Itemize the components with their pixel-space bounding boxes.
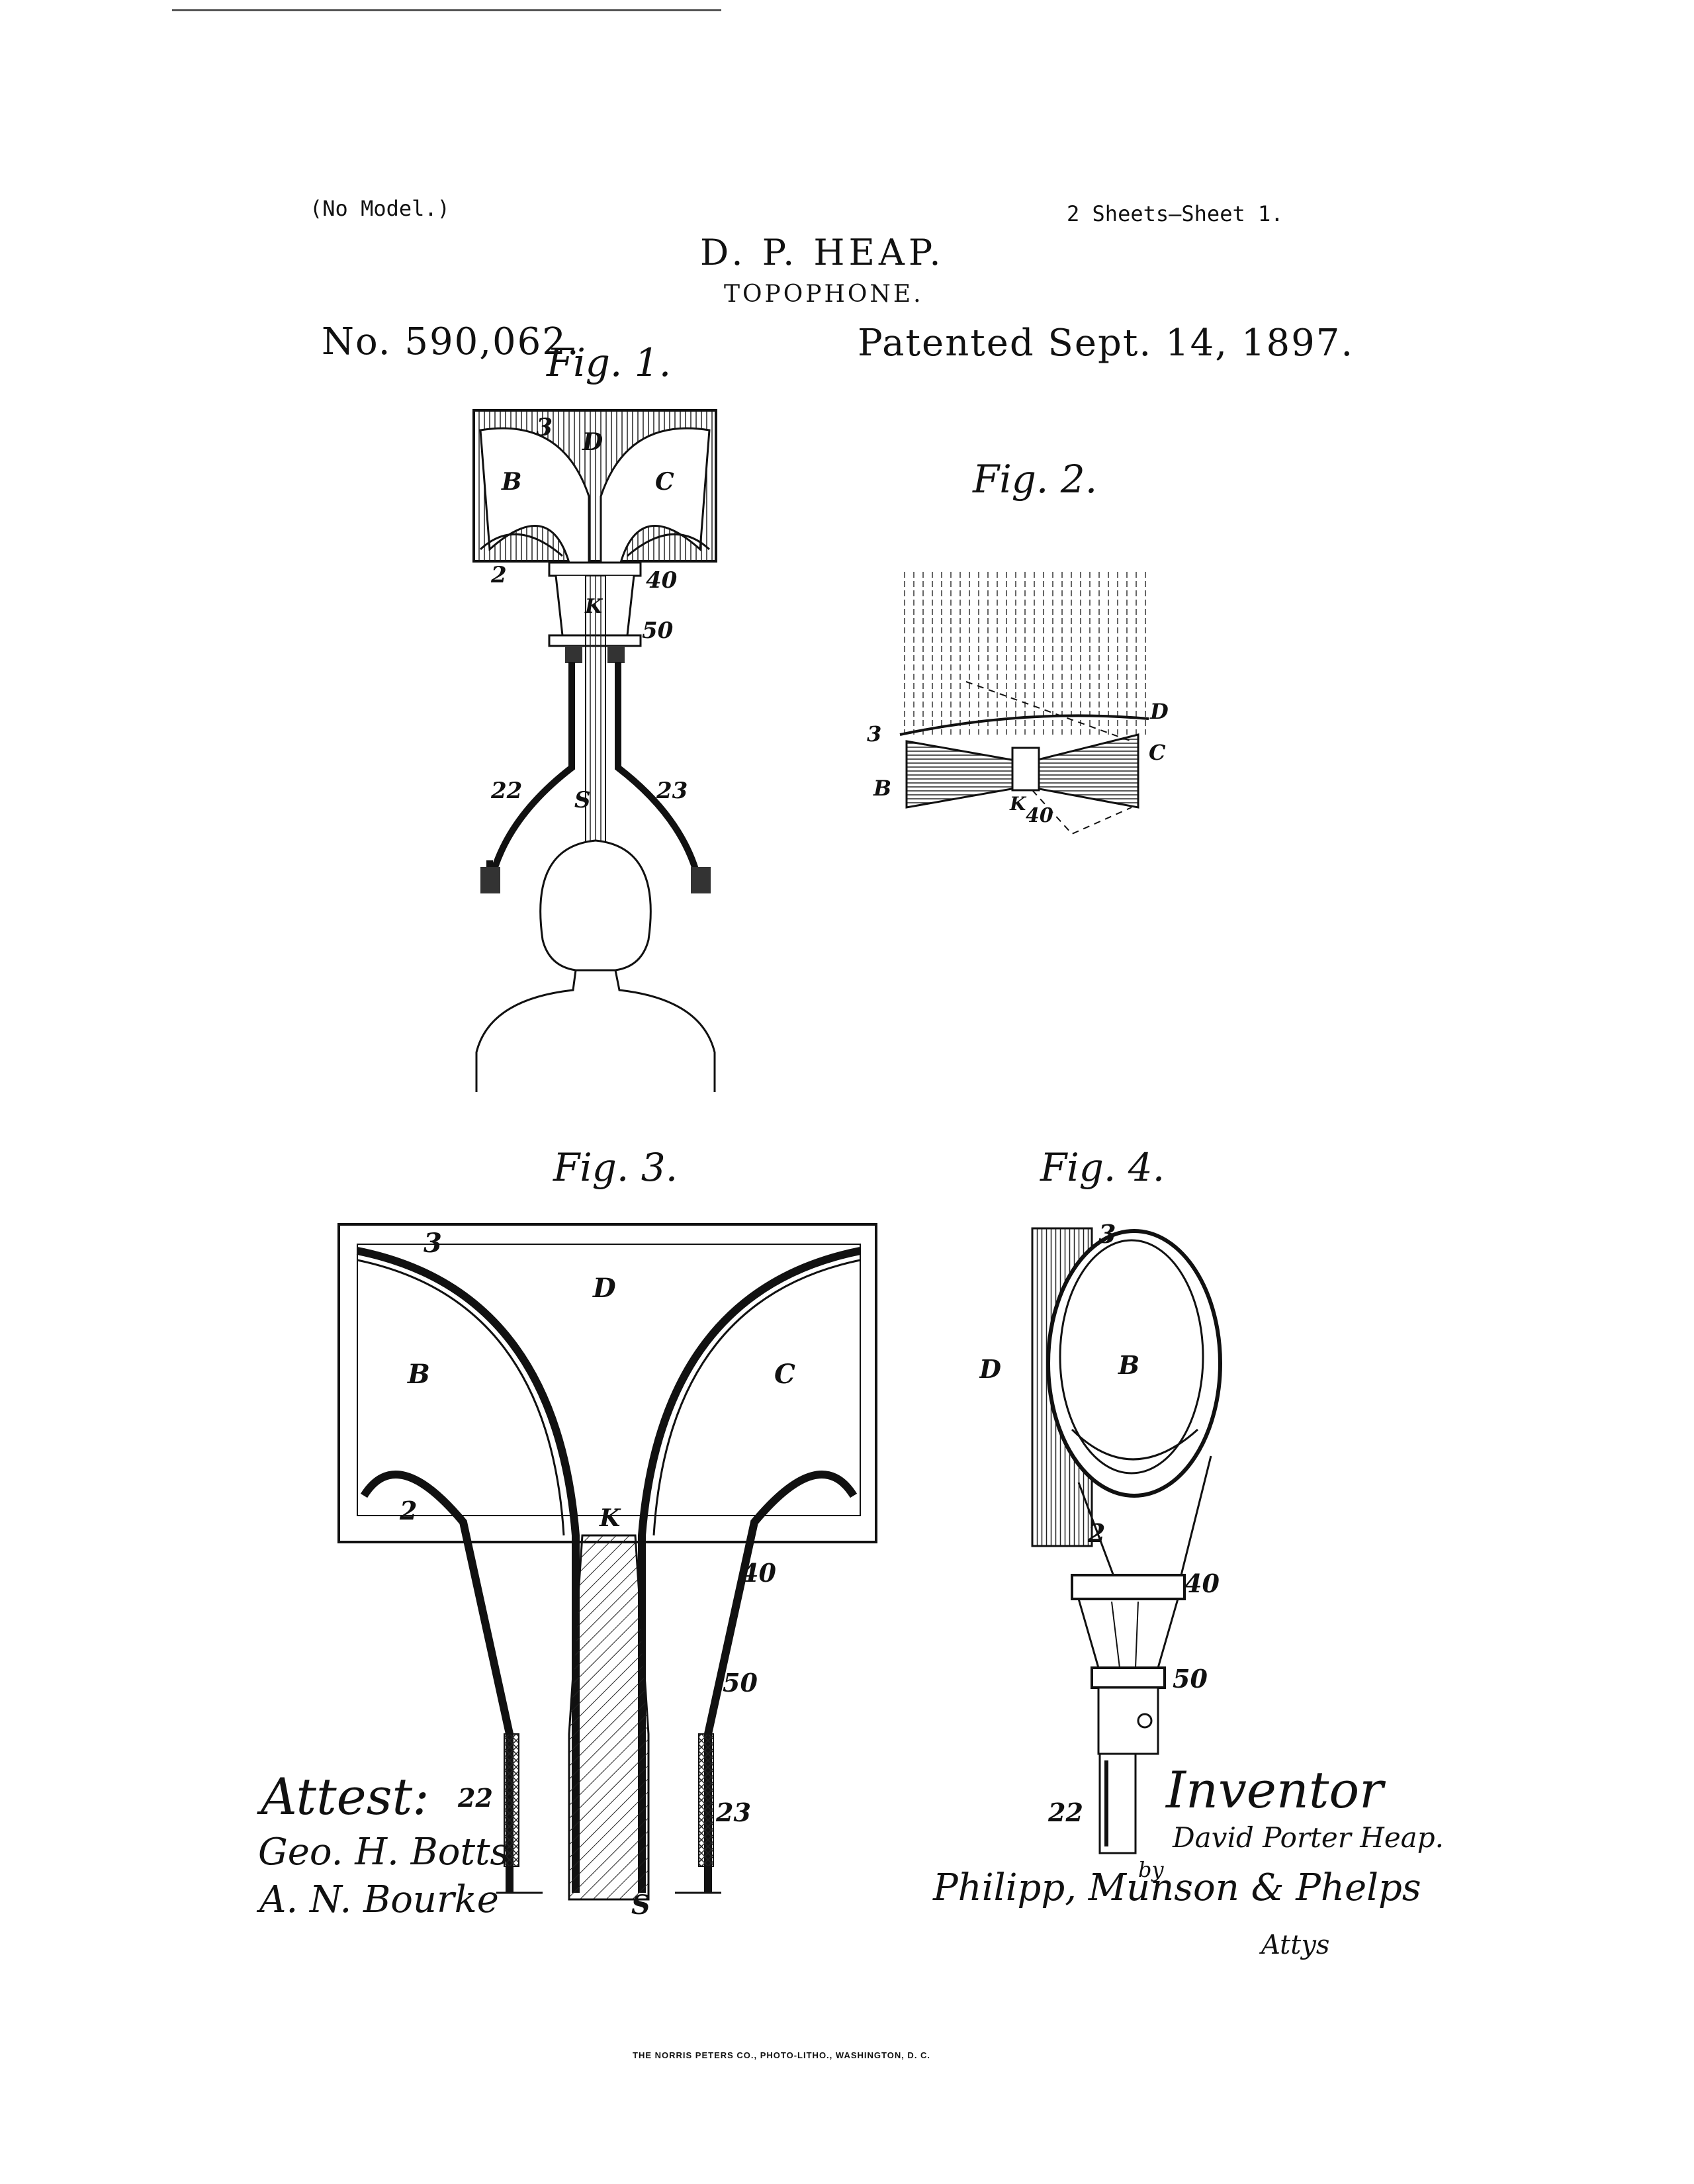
fig3-label-40: 40 [741,1558,776,1588]
fig1-label-s: S [574,787,591,813]
fig3-label-3: 3 [424,1228,442,1259]
by-note: by [1138,1857,1164,1882]
fig3-label-k: K [599,1504,621,1532]
fig3-label-d: D [592,1273,616,1304]
inventor-signature: David Porter Heap. [1173,1821,1444,1854]
fig2-horn-b [905,740,1020,809]
fig2-label-d: D [1149,699,1169,724]
fig4-label: Fig. 4. [1040,1145,1165,1190]
inventor-heading: Inventor [1166,1760,1384,1819]
fig2-label: Fig. 2. [973,457,1098,502]
fig3-drawing: 3 D B C 2 K 40 50 22 23 S [337,1223,877,1919]
fig4-label-2: 2 [1087,1518,1105,1548]
inventor-title: D. P. HEAP. [700,232,945,273]
fig1-label-b: B [501,468,521,496]
fig1-shoulders [475,970,716,1092]
fig1-label-k: K [584,595,603,618]
patent-date: Patented Sept. 14, 1897. [858,322,1355,365]
attest-heading: Attest: [261,1767,429,1826]
fig1-tube-22 [486,662,575,887]
fig3-horn-b [356,1247,580,1893]
fig2-label-k: K [1009,793,1027,815]
fig2-label-3: 3 [867,721,881,747]
fig3-label-50: 50 [723,1668,758,1698]
invention-title: TOPOPHONE. [724,281,924,308]
fig3-label-s: S [631,1889,650,1919]
fig1-label-22: 22 [490,778,522,804]
fig1-horn-b [479,427,590,564]
fig3-label-c: C [774,1359,795,1390]
fig4-label-40: 40 [1184,1569,1220,1598]
fig4-label-3: 3 [1098,1219,1116,1249]
fig1-stem [585,575,606,874]
scan-edge-line [172,9,721,11]
sheet-count: 2 Sheets—Sheet 1. [1067,201,1284,226]
fig2-drawing: D 3 C B K 40 [867,569,1169,835]
fig3-label-23: 23 [715,1797,751,1827]
fig1-horn-c [600,427,711,564]
fig1-head [539,839,652,972]
witness-signature-2: A. N. Bourke [259,1878,499,1921]
fig1-drawing: 3 D B C 2 40 K 50 22 S 23 [472,409,717,1092]
fig1-label-d: D [582,428,603,456]
fig4-label-50: 50 [1173,1664,1208,1694]
fig3-label-22: 22 [457,1783,493,1813]
attorneys-signature: Philipp, Munson & Phelps [933,1866,1421,1909]
fig3-horn-c [638,1247,862,1893]
fig4-label-d: D [979,1354,1001,1384]
fig1-label-23: 23 [656,778,688,804]
fig4-label-22: 22 [1048,1797,1083,1827]
fig1-label-c: C [655,468,674,496]
fig3-stem [568,1534,650,1901]
fig3-label: Fig. 3. [553,1145,678,1190]
witness-signature-1: Geo. H. Botts [258,1831,510,1874]
fig3-label-b: B [407,1359,430,1390]
fig1-label-40: 40 [646,567,678,594]
fig4-drawing: 3 D B 2 40 50 22 [979,1219,1222,1854]
attorneys-note: Attys [1261,1930,1330,1960]
patent-number: No. 590,062. [322,320,580,363]
fig2-backdrop [900,569,1149,735]
fig1-label: Fig. 1. [547,340,672,385]
fig1-label-2: 2 [490,562,507,588]
fig1-label-50: 50 [642,617,674,644]
fig2-label-b: B [873,776,891,801]
no-model-note: (No Model.) [310,196,450,221]
fig4-label-b: B [1118,1350,1139,1380]
fig2-label-40: 40 [1026,804,1053,827]
printer-imprint: THE NORRIS PETERS CO., PHOTO-LITHO., WAS… [633,2050,931,2060]
fig3-label-2: 2 [399,1496,417,1525]
fig2-horn-c [1031,733,1139,809]
fig2-label-c: C [1149,740,1166,765]
fig1-label-3: 3 [536,414,553,441]
